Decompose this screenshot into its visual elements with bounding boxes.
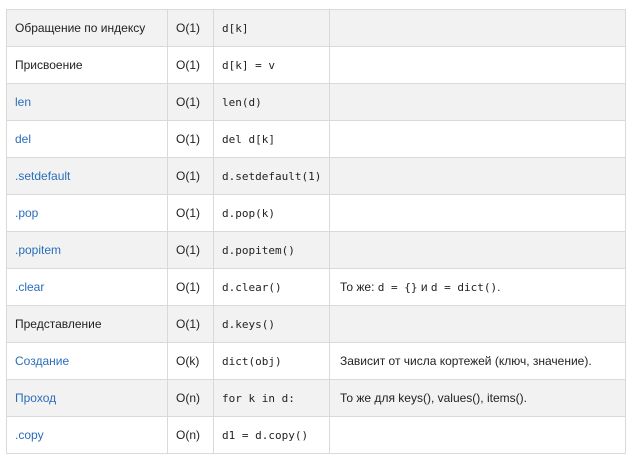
note-cell [329,194,626,232]
note-cell [329,120,626,158]
note-cell: Зависит от числа кортежей (ключ, значени… [329,342,626,380]
code-example-cell: d.clear() [213,268,330,306]
operation-cell[interactable]: Проход [6,379,168,417]
code-example-cell: d1 = d.copy() [213,416,330,454]
operation-cell[interactable]: .setdefault [6,157,168,195]
operation-cell[interactable]: .copy [6,416,168,454]
operation-cell[interactable]: .popitem [6,231,168,269]
note-cell [329,157,626,195]
complexity-cell: O(k) [167,342,214,380]
complexity-cell: O(1) [167,9,214,47]
operation-cell[interactable]: Создание [6,342,168,380]
note-code: d = dict() [430,281,498,294]
operation-cell[interactable]: .pop [6,194,168,232]
code-example-cell: d[k] [213,9,330,47]
note-text: То же: [340,280,378,294]
operation-cell[interactable]: .clear [6,268,168,306]
complexity-cell: O(1) [167,268,214,306]
complexity-cell: O(1) [167,83,214,121]
complexity-cell: O(1) [167,231,214,269]
operation-cell[interactable]: len [6,83,168,121]
operation-cell[interactable]: del [6,120,168,158]
note-cell [329,9,626,47]
complexity-cell: O(1) [167,157,214,195]
code-example-cell: d[k] = v [213,46,330,84]
operation-cell: Обращение по индексу [6,9,168,47]
note-text: . [497,280,501,294]
note-cell: То же для keys(), values(), items(). [329,379,626,417]
note-code: d = {} [377,281,418,294]
complexity-cell: O(n) [167,416,214,454]
complexity-cell: O(1) [167,194,214,232]
complexity-cell: O(1) [167,305,214,343]
code-example-cell: d.setdefault(1) [213,157,330,195]
note-cell [329,83,626,121]
operation-cell: Присвоение [6,46,168,84]
code-example-cell: d.popitem() [213,231,330,269]
complexity-cell: O(n) [167,379,214,417]
note-cell [329,231,626,269]
code-example-cell: for k in d: [213,379,330,417]
note-text: Зависит от числа кортежей (ключ, значени… [340,354,592,368]
code-example-cell: d.pop(k) [213,194,330,232]
note-cell [329,305,626,343]
code-example-cell: len(d) [213,83,330,121]
code-example-cell: dict(obj) [213,342,330,380]
note-cell: То же: d = {} и d = dict(). [329,268,626,306]
note-cell [329,46,626,84]
note-text: и [417,280,431,294]
complexity-cell: O(1) [167,46,214,84]
code-example-cell: d.keys() [213,305,330,343]
operation-cell: Представление [6,305,168,343]
note-cell [329,416,626,454]
code-example-cell: del d[k] [213,120,330,158]
complexity-cell: O(1) [167,120,214,158]
note-text: То же для keys(), values(), items(). [340,391,527,405]
